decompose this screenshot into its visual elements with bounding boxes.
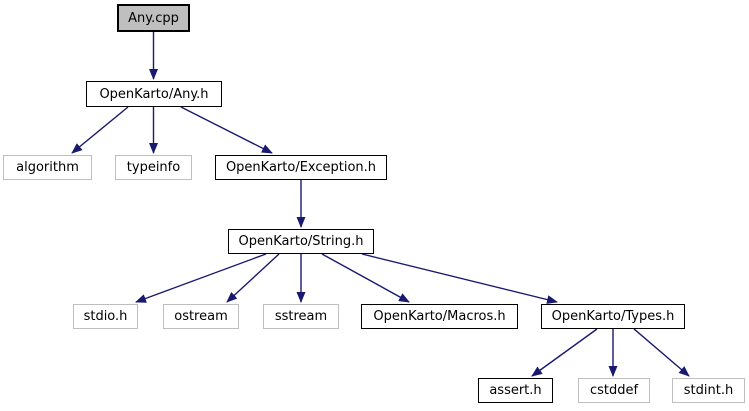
node-label: sstream — [274, 309, 328, 324]
edge-string-macros — [321, 253, 410, 303]
edge-string-types — [361, 253, 558, 304]
edge-types-assert — [531, 328, 598, 377]
node-openkarto-exception-h[interactable]: OpenKarto/Exception.h — [215, 155, 387, 180]
node-openkarto-types-h[interactable]: OpenKarto/Types.h — [541, 304, 685, 329]
edge-string-ostream — [226, 253, 280, 303]
node-openkarto-any-h[interactable]: OpenKarto/Any.h — [86, 81, 222, 107]
node-openkarto-string-h[interactable]: OpenKarto/String.h — [228, 229, 374, 254]
node-label: cstddef — [589, 383, 639, 398]
node-label: stdint.h — [683, 383, 734, 398]
node-stdint-h: stdint.h — [672, 378, 745, 403]
edge-string-stdio — [135, 253, 267, 303]
node-label: OpenKarto/Types.h — [551, 309, 675, 324]
node-label: assert.h — [489, 383, 542, 398]
node-label: ostream — [174, 309, 228, 324]
node-typeinfo: typeinfo — [115, 155, 192, 180]
node-stdio-h: stdio.h — [73, 304, 138, 329]
node-algorithm: algorithm — [3, 155, 92, 180]
node-label: OpenKarto/Exception.h — [225, 160, 377, 175]
edge-anyh-exception — [180, 106, 273, 154]
edge-types-stdint — [633, 328, 690, 377]
edge-anyh-algorithm — [71, 106, 129, 154]
node-assert-h[interactable]: assert.h — [478, 378, 553, 403]
node-cstddef: cstddef — [578, 378, 650, 403]
node-label: OpenKarto/Macros.h — [373, 309, 506, 324]
node-openkarto-macros-h[interactable]: OpenKarto/Macros.h — [361, 304, 518, 329]
node-label: OpenKarto/Any.h — [99, 86, 209, 102]
node-label: typeinfo — [126, 160, 181, 175]
node-label: algorithm — [16, 160, 79, 175]
node-any-cpp: Any.cpp — [117, 4, 190, 32]
node-label: stdio.h — [83, 309, 128, 324]
node-label: OpenKarto/String.h — [238, 234, 364, 249]
node-sstream: sstream — [263, 304, 339, 329]
node-label: Any.cpp — [128, 10, 179, 26]
node-ostream: ostream — [163, 304, 239, 329]
